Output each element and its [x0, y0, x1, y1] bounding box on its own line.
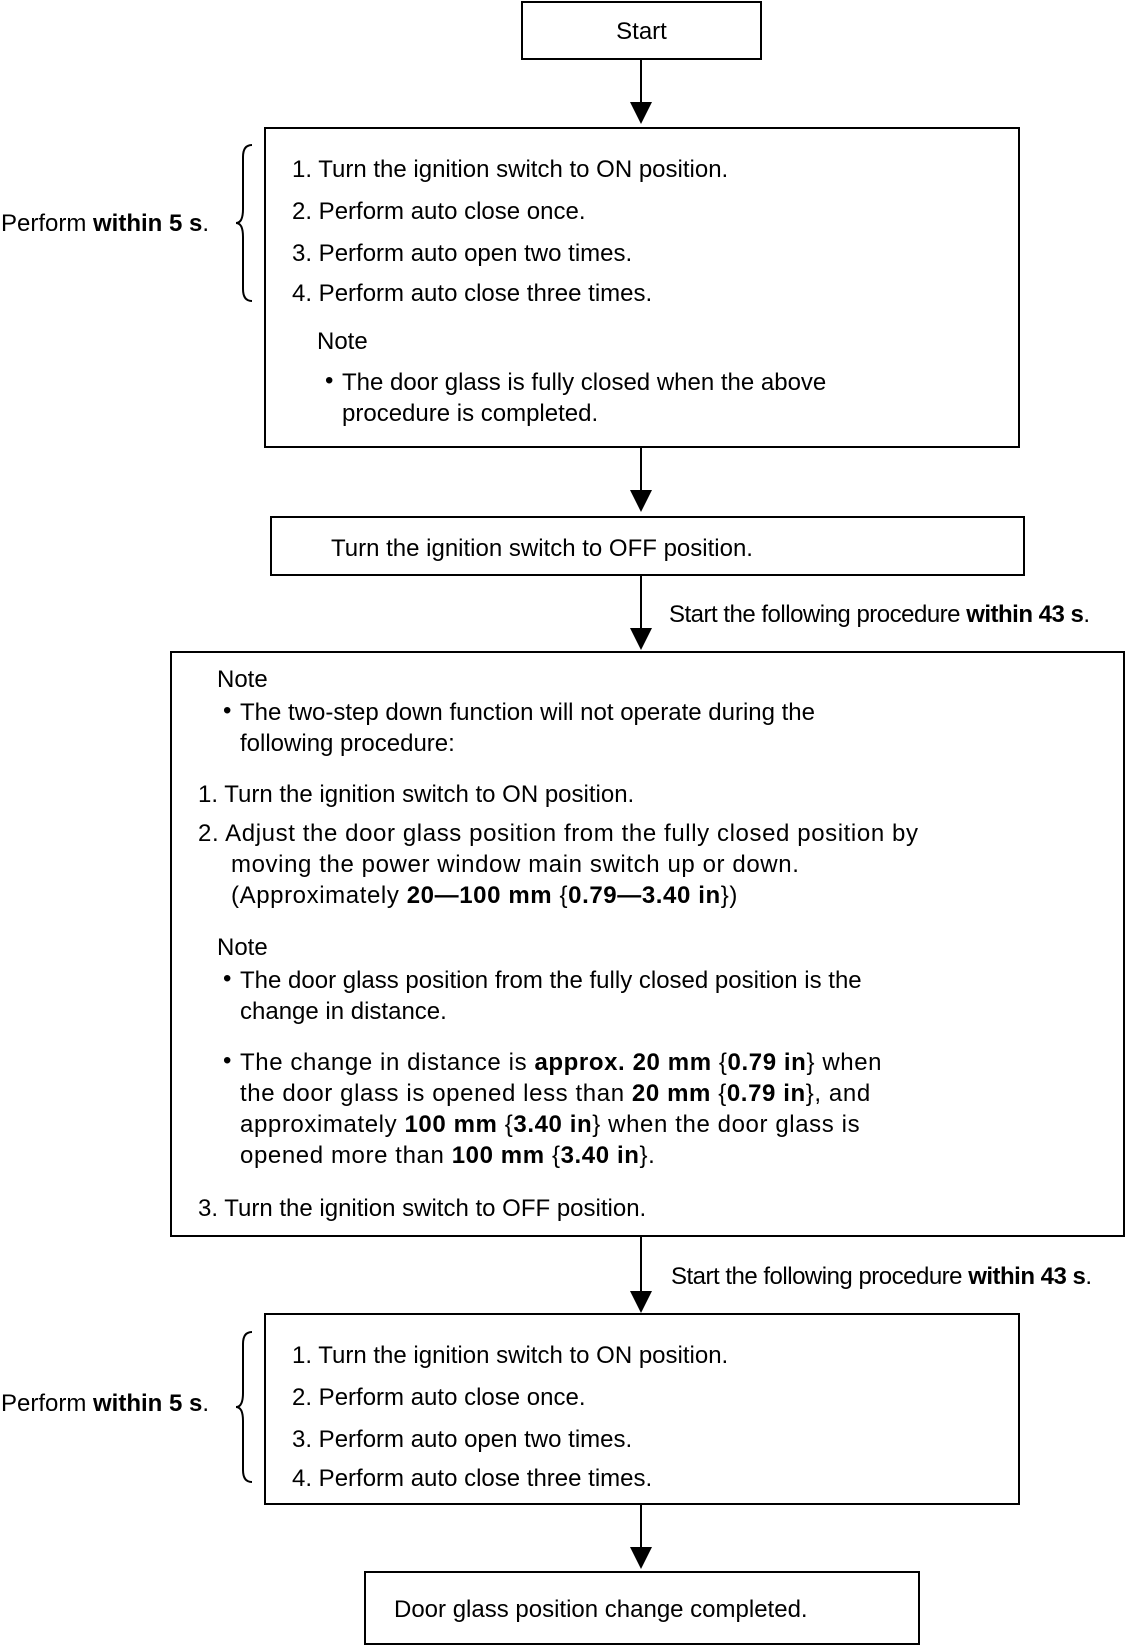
note-text: the door glass is opened less than 20 mm… — [240, 1080, 871, 1107]
arrow-head — [630, 102, 652, 124]
note-title: Note — [217, 666, 268, 693]
arrow-head — [630, 1547, 652, 1569]
step-item: 2. Adjust the door glass position from t… — [198, 820, 919, 847]
brace-icon — [235, 1331, 253, 1483]
step-item: 3. Perform auto open two times. — [292, 240, 633, 267]
step-text: moving the power window main switch up o… — [231, 851, 800, 878]
perform-within-label: Perform within 5 s. — [1, 1390, 210, 1417]
note-text: procedure is completed. — [342, 400, 599, 427]
note-text: The door glass is fully closed when the … — [342, 369, 827, 396]
time-limit-label: Start the following procedure within 43 … — [669, 601, 1090, 628]
note-text: following procedure: — [240, 730, 455, 757]
completed-box: Door glass position change completed. — [364, 1571, 920, 1645]
connector-line — [640, 1505, 642, 1549]
note-text: The door glass position from the fully c… — [240, 967, 862, 994]
procedure-box-1: 1. Turn the ignition switch to ON positi… — [264, 127, 1020, 448]
note-text: opened more than 100 mm {3.40 in}. — [240, 1142, 656, 1169]
note-text: The two-step down function will not oper… — [240, 699, 816, 726]
start-label: Start — [616, 18, 667, 45]
start-box: Start — [521, 1, 762, 60]
bullet-icon: • — [223, 697, 232, 724]
bullet-icon: • — [223, 1047, 232, 1074]
note-text: approximately 100 mm {3.40 in} when the … — [240, 1111, 861, 1138]
step-item: 2. Perform auto close once. — [292, 1384, 586, 1411]
ignition-off-box: Turn the ignition switch to OFF position… — [270, 516, 1025, 576]
step-item: 1. Turn the ignition switch to ON positi… — [292, 1342, 729, 1369]
connector-line — [640, 60, 642, 104]
connector-line — [640, 1237, 642, 1293]
note-title: Note — [317, 328, 368, 355]
step-item: 4. Perform auto close three times. — [292, 1465, 653, 1492]
step-item: 1. Turn the ignition switch to ON positi… — [198, 781, 635, 808]
time-limit-label: Start the following procedure within 43 … — [671, 1263, 1092, 1290]
step-item: 4. Perform auto close three times. — [292, 280, 653, 307]
step-item: 3. Perform auto open two times. — [292, 1426, 633, 1453]
ignition-off-label: Turn the ignition switch to OFF position… — [331, 535, 753, 562]
completed-label: Door glass position change completed. — [394, 1596, 808, 1623]
step-item: 1. Turn the ignition switch to ON positi… — [292, 156, 729, 183]
perform-within-label: Perform within 5 s. — [1, 210, 210, 237]
brace-icon — [235, 144, 253, 302]
note-title: Note — [217, 934, 268, 961]
procedure-box-3: 1. Turn the ignition switch to ON positi… — [264, 1313, 1020, 1505]
connector-line — [640, 576, 642, 630]
procedure-box-2: Note • The two-step down function will n… — [170, 651, 1125, 1237]
step-item: 3. Turn the ignition switch to OFF posit… — [198, 1195, 647, 1222]
arrow-head — [630, 490, 652, 512]
arrow-head — [630, 1291, 652, 1313]
note-text: The change in distance is approx. 20 mm … — [240, 1049, 883, 1076]
step-text: (Approximately 20—100 mm {0.79—3.40 in}) — [231, 882, 738, 909]
note-text: change in distance. — [240, 998, 447, 1025]
arrow-head — [630, 628, 652, 650]
bullet-icon: • — [223, 965, 232, 992]
bullet-icon: • — [325, 367, 334, 394]
connector-line — [640, 448, 642, 492]
step-item: 2. Perform auto close once. — [292, 198, 586, 225]
